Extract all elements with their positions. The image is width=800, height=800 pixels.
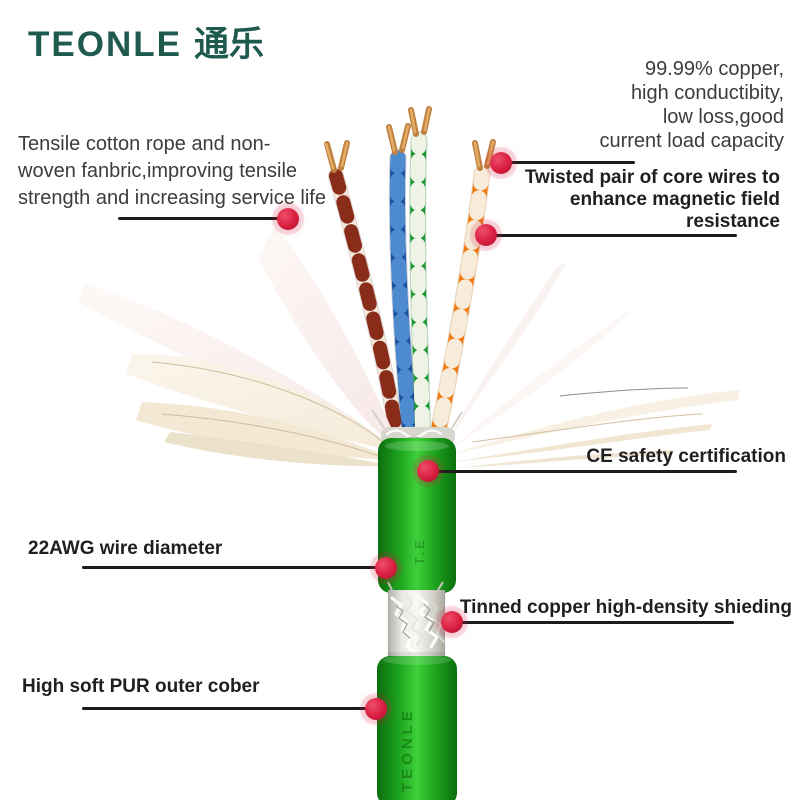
copper-tip bbox=[326, 143, 347, 170]
jacket-embossing: TEONLE bbox=[399, 707, 416, 792]
jacket-embossing: T.E bbox=[412, 537, 427, 565]
brand-name: TEONLE bbox=[28, 25, 182, 64]
twisted-pair-blue bbox=[389, 126, 411, 446]
cotton-callout-line bbox=[118, 217, 288, 220]
cotton-petal bbox=[164, 432, 394, 467]
twisted-callout-dot bbox=[475, 224, 497, 246]
awg-callout-dot bbox=[375, 557, 397, 579]
shielding-label: Tinned copper high-density shieding bbox=[459, 597, 792, 618]
copper-callout-dot bbox=[490, 152, 512, 174]
cotton-petals-left bbox=[78, 284, 398, 467]
copper-callout-line bbox=[501, 161, 635, 164]
copper-note: 99.99% copper, high conductibity, low lo… bbox=[599, 58, 784, 152]
cotton-petal bbox=[446, 262, 566, 446]
copper-tip bbox=[411, 109, 429, 134]
wire-diameter-label: 22AWG wire diameter bbox=[28, 538, 223, 559]
brand-logo: TEONLE 通乐 bbox=[28, 16, 264, 67]
cotton-rope-note: Tensile cotton rope and non- woven fanbr… bbox=[18, 133, 326, 209]
braided-shield bbox=[388, 582, 445, 658]
cotton-strand-lines bbox=[152, 362, 702, 460]
twisted-pair-green-white bbox=[411, 109, 429, 447]
awg-callout-line bbox=[82, 566, 386, 569]
shielding-callout-line bbox=[452, 621, 734, 624]
shielding-callout-dot bbox=[441, 611, 463, 633]
ce-callout-dot bbox=[417, 460, 439, 482]
copper-tip bbox=[475, 142, 493, 168]
cotton-petal-front bbox=[258, 226, 402, 452]
cotton-petal bbox=[136, 402, 396, 460]
ce-certification-label: CE safety certification bbox=[586, 446, 786, 467]
pur-callout-line bbox=[82, 707, 376, 710]
twisted-callout-line bbox=[486, 234, 737, 237]
copper-tip bbox=[389, 126, 408, 152]
brand-name-cjk: 通乐 bbox=[193, 25, 264, 64]
cotton-petals-right bbox=[446, 262, 740, 468]
cotton-petal bbox=[450, 308, 634, 450]
cotton-petal bbox=[452, 390, 740, 454]
ce-callout-line bbox=[428, 470, 737, 473]
cotton-petal bbox=[452, 424, 712, 462]
twisted-pair-brown-white bbox=[326, 143, 398, 446]
cotton-callout-dot bbox=[277, 208, 299, 230]
outer-cover-label: High soft PUR outer cober bbox=[22, 676, 260, 697]
twisted-pair-orange-white bbox=[435, 142, 493, 446]
cotton-petal bbox=[456, 450, 674, 468]
pur-callout-dot bbox=[365, 698, 387, 720]
twisted-pair-label: Twisted pair of core wires to enhance ma… bbox=[524, 167, 780, 232]
cable-jacket-bottom: TEONLE bbox=[377, 655, 457, 800]
cotton-petal bbox=[126, 353, 398, 452]
